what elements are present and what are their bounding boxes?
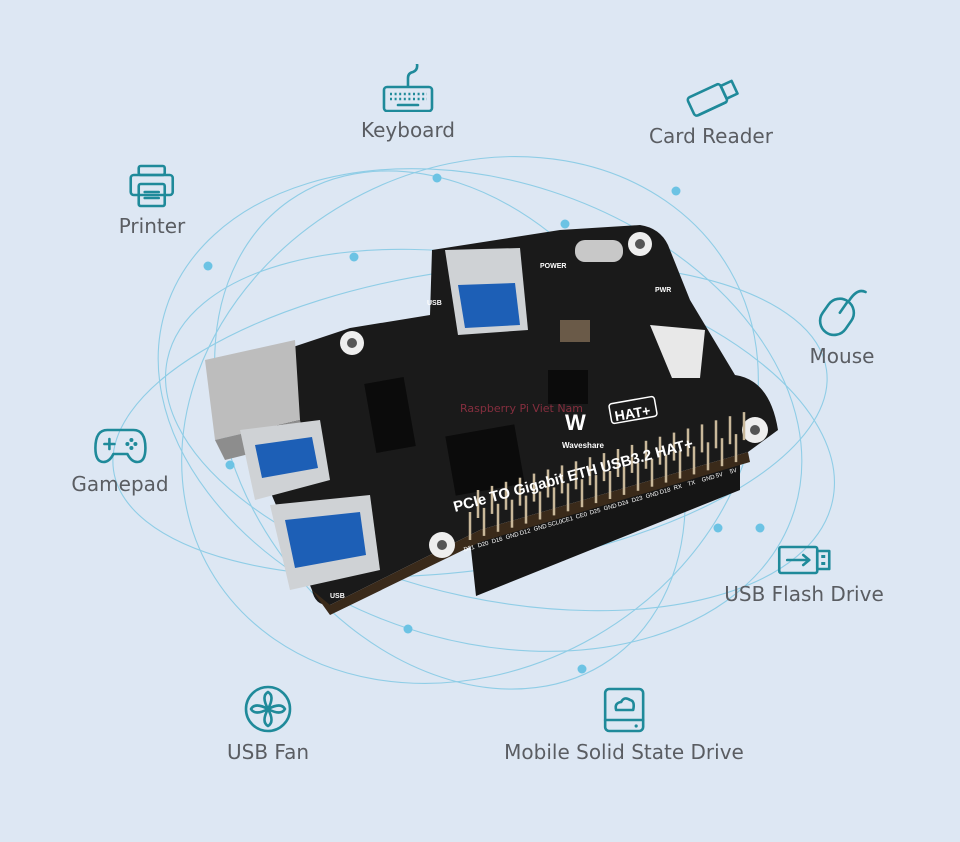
pin-label: RX — [673, 484, 683, 492]
chip — [548, 370, 588, 404]
pin-label: D23 — [631, 495, 644, 504]
device-label: Gamepad — [71, 472, 169, 496]
keyboard-icon — [382, 64, 434, 112]
usb-a-port — [270, 495, 380, 590]
ssd-icon — [603, 687, 645, 733]
device-label: Card Reader — [649, 124, 773, 148]
usb-a-port — [240, 420, 330, 500]
card-reader-icon — [686, 79, 739, 117]
fan-icon — [244, 685, 292, 733]
pin-label: TX — [687, 480, 696, 488]
device-usb-fan: USB Fan — [227, 684, 309, 764]
device-card-reader: Card Reader — [649, 74, 773, 148]
usb-flash-drive-icon — [777, 545, 831, 575]
waveshare-logo: W — [565, 410, 586, 435]
pcie-ffc-connector — [650, 325, 705, 378]
chip — [364, 377, 416, 453]
pin-label: SCL0 — [547, 519, 564, 529]
pin-label: D20 — [477, 541, 490, 550]
hat-plus-badge: HAT+ — [613, 402, 651, 424]
gamepad-icon — [93, 428, 147, 464]
pin-label: D24 — [617, 500, 630, 509]
pin-label: CE1 — [561, 516, 574, 525]
device-label: Printer — [118, 214, 186, 238]
orbit-dot — [225, 460, 235, 470]
gpio-pins — [468, 412, 746, 540]
orbit-dot — [713, 523, 723, 533]
pin-label: GND — [505, 532, 520, 541]
power-label: POWER — [540, 263, 566, 270]
orbit-dot — [671, 186, 681, 196]
device-label: Mobile Solid State Drive — [504, 740, 744, 764]
orbit-dot — [349, 252, 359, 262]
orbit-dot — [403, 624, 413, 634]
pin-label: 5V — [715, 472, 724, 480]
pin-label: D21 — [463, 545, 476, 554]
pin-label: GND — [603, 503, 618, 512]
printer-icon — [129, 164, 175, 208]
brand-label: Waveshare — [562, 441, 605, 450]
device-printer: Printer — [118, 164, 186, 238]
orbit-ellipse — [181, 156, 759, 684]
pin-label: GND — [533, 524, 548, 533]
orbit-dot — [432, 173, 442, 183]
device-gamepad: Gamepad — [71, 426, 169, 496]
device-usb-flash-drive: USB Flash Drive — [724, 544, 884, 606]
chip — [445, 424, 525, 496]
pin-label: CE0 — [575, 512, 588, 521]
pin-label: D25 — [589, 508, 602, 517]
pin-label: D18 — [659, 487, 672, 496]
watermark: Raspberry Pi Viet Nam — [460, 402, 583, 415]
ethernet-port — [205, 340, 300, 440]
device-mouse: Mouse — [809, 284, 875, 368]
gpio-header — [470, 460, 740, 596]
pin-label: GND — [645, 491, 660, 500]
device-keyboard: Keyboard — [361, 64, 455, 142]
orbit-dot — [203, 261, 213, 271]
orbit-dot — [755, 523, 765, 533]
device-label: USB Flash Drive — [724, 582, 884, 606]
mouse-icon — [819, 289, 868, 337]
pwr-label: PWR — [655, 287, 671, 294]
device-label: Mouse — [809, 344, 875, 368]
device-label: USB Fan — [226, 740, 310, 764]
pin-label: 5V — [729, 468, 738, 476]
device-label: Keyboard — [360, 118, 456, 142]
pin-label: GND — [701, 474, 716, 483]
pin-label: D16 — [491, 536, 504, 545]
usb-a-port — [445, 248, 528, 335]
device-mobile-ssd: Mobile Solid State Drive — [504, 686, 744, 764]
usb-c-port — [575, 240, 623, 262]
pin-label: D12 — [519, 528, 532, 537]
inductor — [560, 320, 590, 342]
usb-label-bottom: USB — [330, 593, 345, 600]
orbit-dot — [560, 219, 570, 229]
orbit-dot — [577, 664, 587, 674]
usb-label-top: USB — [427, 300, 442, 307]
